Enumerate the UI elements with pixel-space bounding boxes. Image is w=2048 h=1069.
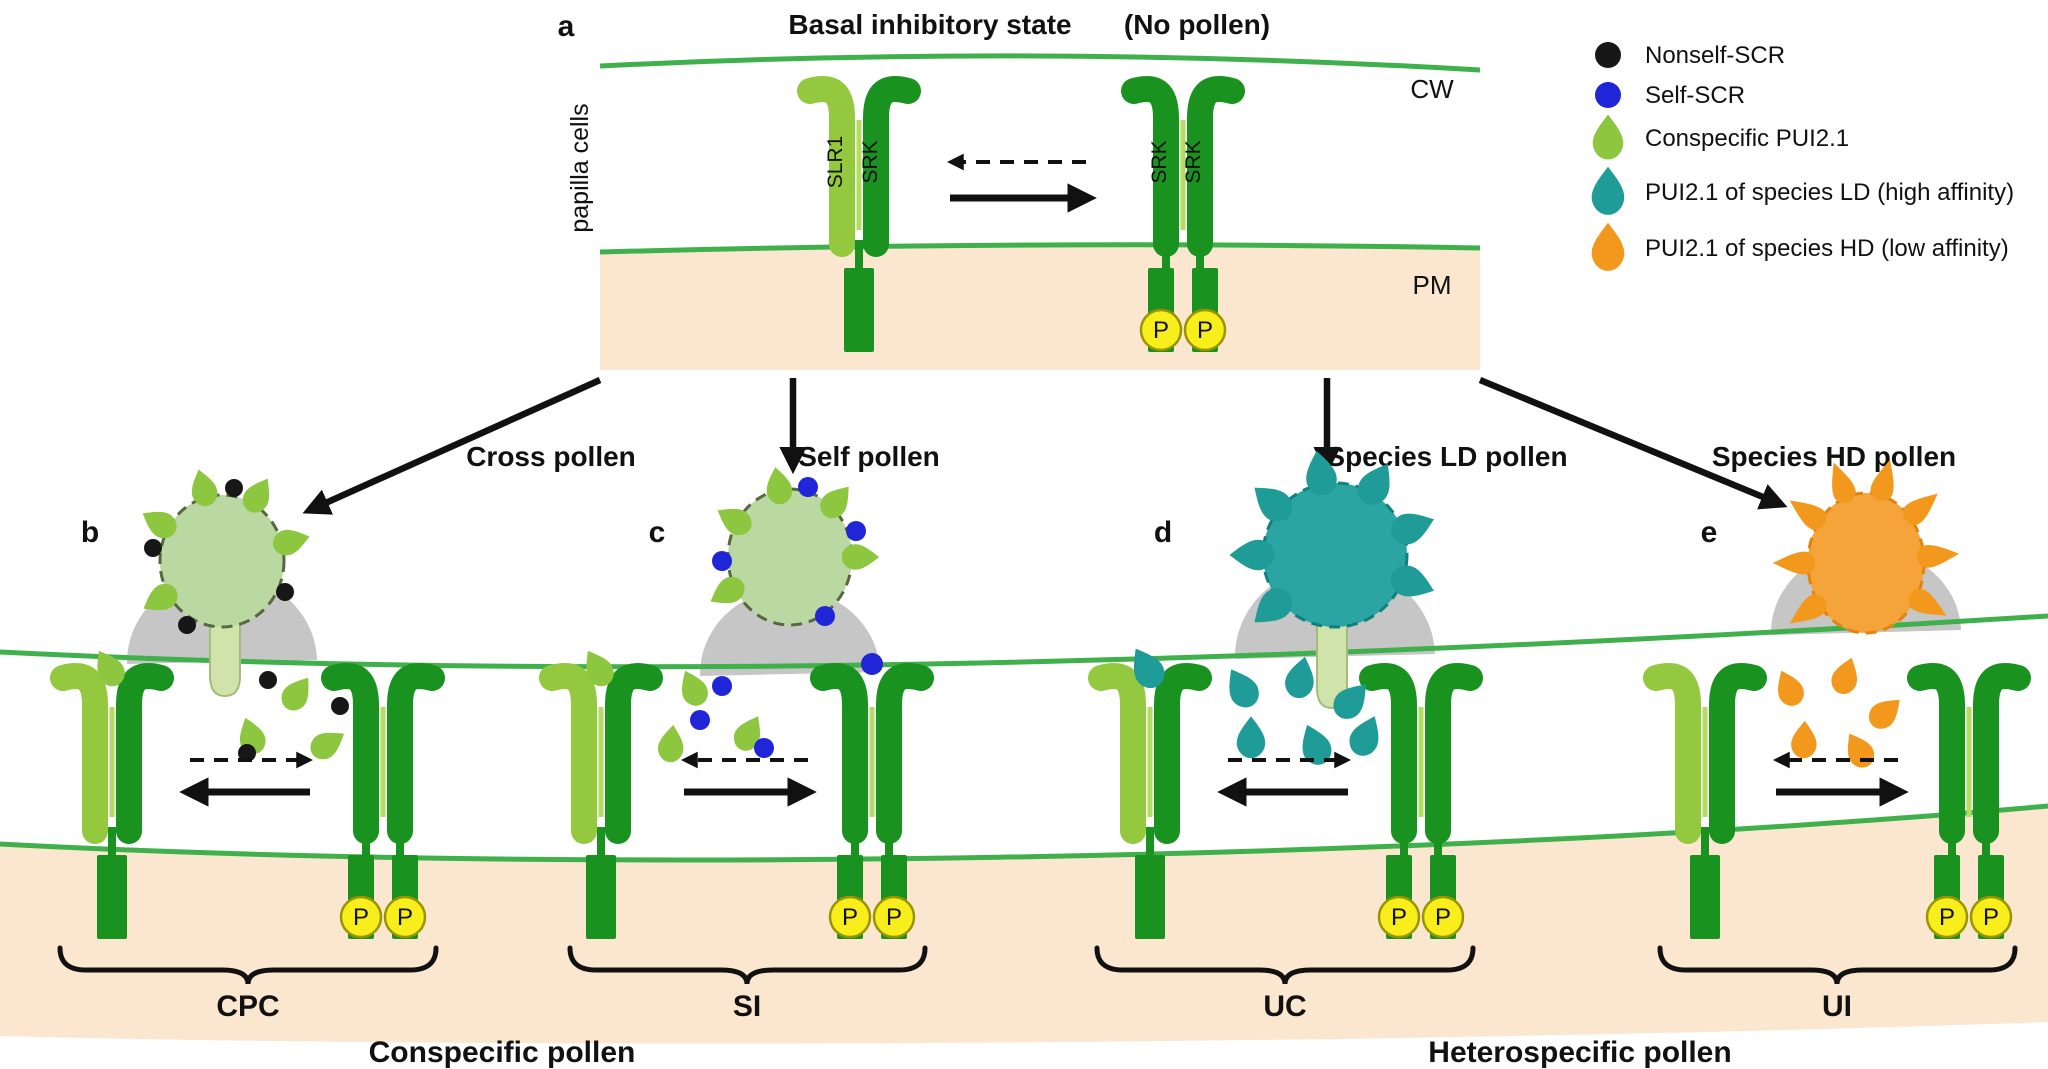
nonself-scr-icon	[259, 671, 277, 689]
panel-a: a Basal inhibitory state (No pollen) pap…	[558, 9, 1481, 370]
legend-label: PUI2.1 of species HD (low affinity)	[1645, 235, 2009, 262]
outcome-label: CPC	[216, 990, 279, 1023]
phospho-label: P	[353, 904, 369, 931]
phospho-label: P	[842, 904, 858, 931]
plasma-membrane-label: PM	[1413, 270, 1452, 300]
outcome-label: UC	[1263, 990, 1306, 1023]
phospho-label: P	[1435, 904, 1451, 931]
cell-wall-label: CW	[1410, 74, 1454, 104]
papilla-bump	[699, 588, 880, 676]
phospho-label: P	[1391, 904, 1407, 931]
self-scr-icon	[712, 551, 732, 571]
nonself-scr-icon	[331, 697, 349, 715]
phospho-label: P	[886, 904, 902, 931]
nonself-scr-icon	[238, 744, 256, 762]
hd-pollen-grain	[1772, 456, 1961, 635]
cell-wall-line	[599, 53, 1481, 73]
panel-letter: b	[81, 516, 99, 549]
panel-b: P P CPC	[60, 644, 436, 1023]
footer-conspecific-label: Conspecific pollen	[369, 1036, 636, 1069]
brace	[1094, 945, 1476, 985]
panel-letter: a	[558, 10, 575, 43]
nonself-scr-icon	[276, 583, 294, 601]
footer-heterospecific-label: Heterospecific pollen	[1428, 1036, 1731, 1069]
panel-e: P P UI	[1656, 653, 2018, 1023]
legend: Nonself-SCR Self-SCR Conspecific PUI2.1 …	[1591, 42, 2014, 271]
branch-arrow-cross	[302, 377, 602, 515]
plasma-membrane-band	[600, 244, 1480, 370]
nonself-scr-icon	[225, 479, 243, 497]
cross-pollen-grain	[136, 466, 313, 634]
srk-bar-label: SRK	[1148, 140, 1171, 183]
legend-label: PUI2.1 of species LD (high affinity)	[1645, 179, 2014, 206]
phospho-label: P	[1197, 317, 1213, 344]
legend-label: Conspecific PUI2.1	[1645, 125, 1849, 152]
self-scr-icon	[712, 676, 732, 696]
pollen-body	[158, 493, 286, 629]
docked-self-scr-icon	[861, 653, 883, 675]
panel-letter: c	[649, 516, 666, 549]
brace	[567, 945, 928, 985]
self-scr-icon	[815, 606, 835, 626]
pollen-tube	[209, 609, 241, 698]
plasma-membrane-top-line	[0, 803, 2048, 863]
outcome-label: UI	[1822, 990, 1852, 1023]
nonself-scr-icon	[144, 539, 162, 557]
nonself-scr-icon	[178, 616, 196, 634]
branch-label-cross: Cross pollen	[466, 441, 636, 472]
phospho-label: P	[1153, 317, 1169, 344]
brace	[1657, 945, 2018, 985]
srk-bar-label: SRK	[859, 140, 882, 183]
self-scr-icon	[1595, 82, 1621, 108]
plasma-membrane-top-line	[599, 242, 1481, 255]
phospho-label: P	[397, 904, 413, 931]
branch-arrow-hd	[1478, 376, 1788, 510]
panel-c: P P SI	[552, 644, 925, 1023]
legend-label: Self-SCR	[1645, 82, 1745, 109]
slr1-bar-label: SLR1	[824, 136, 847, 189]
self-scr-icon	[846, 521, 866, 541]
ld-pollen-grain	[1229, 448, 1440, 635]
self-scr-icon	[798, 477, 818, 497]
plasma-membrane-band	[0, 806, 2048, 1044]
phospho-label: P	[1983, 904, 1999, 931]
branch-arrows: Cross pollen Self pollen Species LD poll…	[302, 376, 1956, 515]
branch-label-ld: Species LD pollen	[1326, 441, 1567, 472]
branch-label-self: Self pollen	[798, 441, 940, 472]
legend-label: Nonself-SCR	[1645, 42, 1785, 69]
brace	[57, 945, 439, 985]
panel-a-title: Basal inhibitory state	[788, 9, 1071, 40]
phospho-label: P	[1939, 904, 1955, 931]
panel-letter: e	[1701, 516, 1718, 549]
self-scr-icon	[690, 710, 710, 730]
outcome-label: SI	[733, 990, 761, 1023]
srk-bar-label: SRK	[1182, 140, 1205, 183]
self-scr-icon	[754, 738, 774, 758]
papilla-cells-label: papilla cells	[566, 103, 594, 232]
panel-letter: d	[1154, 516, 1172, 549]
self-pollen-grain	[704, 464, 880, 627]
panel-a-subtitle: (No pollen)	[1124, 9, 1270, 40]
nonself-scr-icon	[1595, 42, 1621, 68]
panel-d: P P UC	[1097, 641, 1473, 1023]
